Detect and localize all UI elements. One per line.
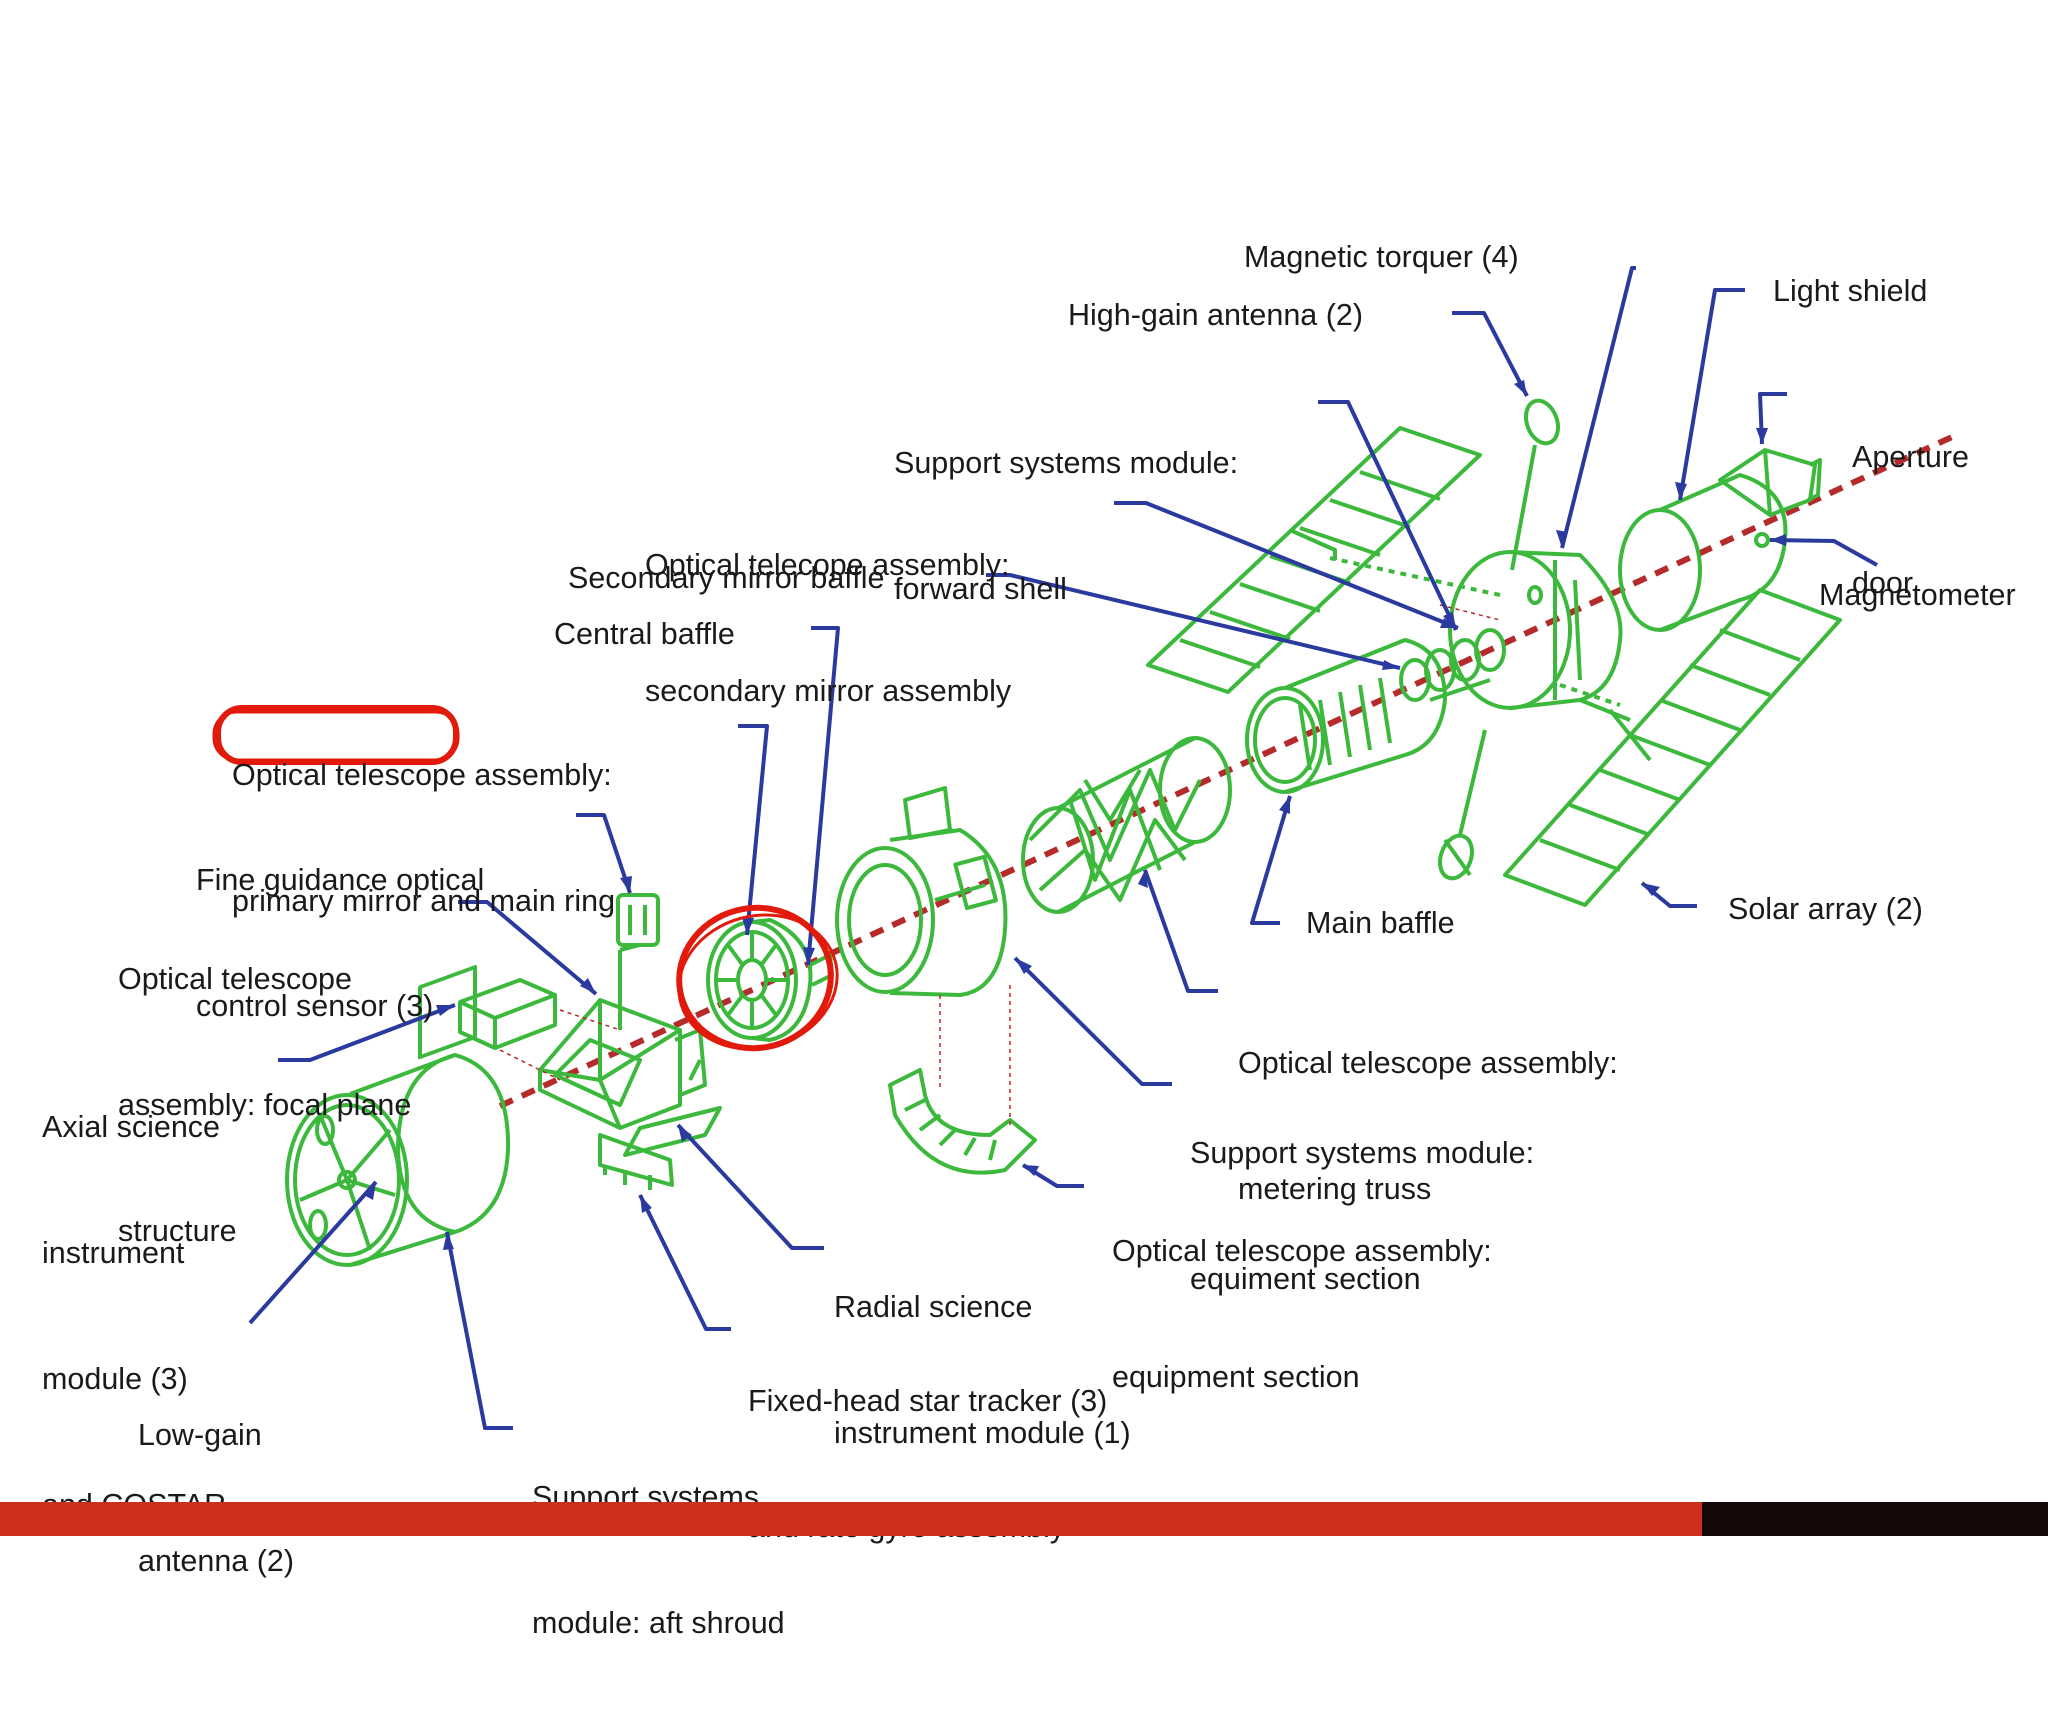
star-tracker-part [600, 1135, 672, 1190]
label-ssm-aft-shroud: Support systems module: aft shroud [532, 1392, 785, 1728]
main-baffle-part [1247, 630, 1504, 792]
leader-star-tracker [640, 1195, 731, 1329]
leader-main-baffle [1252, 796, 1290, 923]
label-high-gain-antenna: High-gain antenna (2) [1068, 294, 1363, 336]
label-low-gain-antenna: Low-gain antenna (2) [138, 1330, 294, 1666]
metering-truss-part [1023, 738, 1230, 912]
label-secondary-mirror-baffle: Secondary mirror baffle [568, 557, 884, 599]
leader-aft-shroud [447, 1232, 513, 1428]
label-ota-equipment: Optical telescope assembly: equipment se… [1112, 1146, 1492, 1482]
label-magnetometer: Magnetometer [1819, 574, 2016, 616]
high-gain-antenna-part [1434, 396, 1563, 883]
label-magnetic-torquer: Magnetic torquer (4) [1244, 236, 1519, 278]
footer-dark-block [1702, 1502, 2048, 1536]
label-aperture-door: Aperture door [1852, 352, 1969, 688]
leader-forward-shell [1318, 402, 1456, 630]
label-main-baffle: Main baffle [1306, 902, 1455, 944]
aperture-door-part [1720, 450, 1820, 515]
footer-accent-bar [0, 1502, 1702, 1536]
label-light-shield: Light shield [1773, 270, 1927, 312]
leader-radial-science [678, 1125, 824, 1248]
leader-metering-truss [1145, 870, 1218, 991]
slide: Magnetic torquer (4) High-gain antenna (… [0, 0, 2048, 1536]
label-solar-array: Solar array (2) [1728, 888, 1923, 930]
label-star-tracker: Fixed-head star tracker (3) and rate gyr… [748, 1296, 1107, 1632]
leader-ssm-equipment [1015, 958, 1172, 1084]
ota-equipment-section-part [890, 1070, 1035, 1173]
leader-magnetic-torquer [1562, 268, 1636, 548]
ssm-equipment-ring-part [837, 788, 1005, 995]
label-central-baffle: Central baffle [554, 613, 735, 655]
